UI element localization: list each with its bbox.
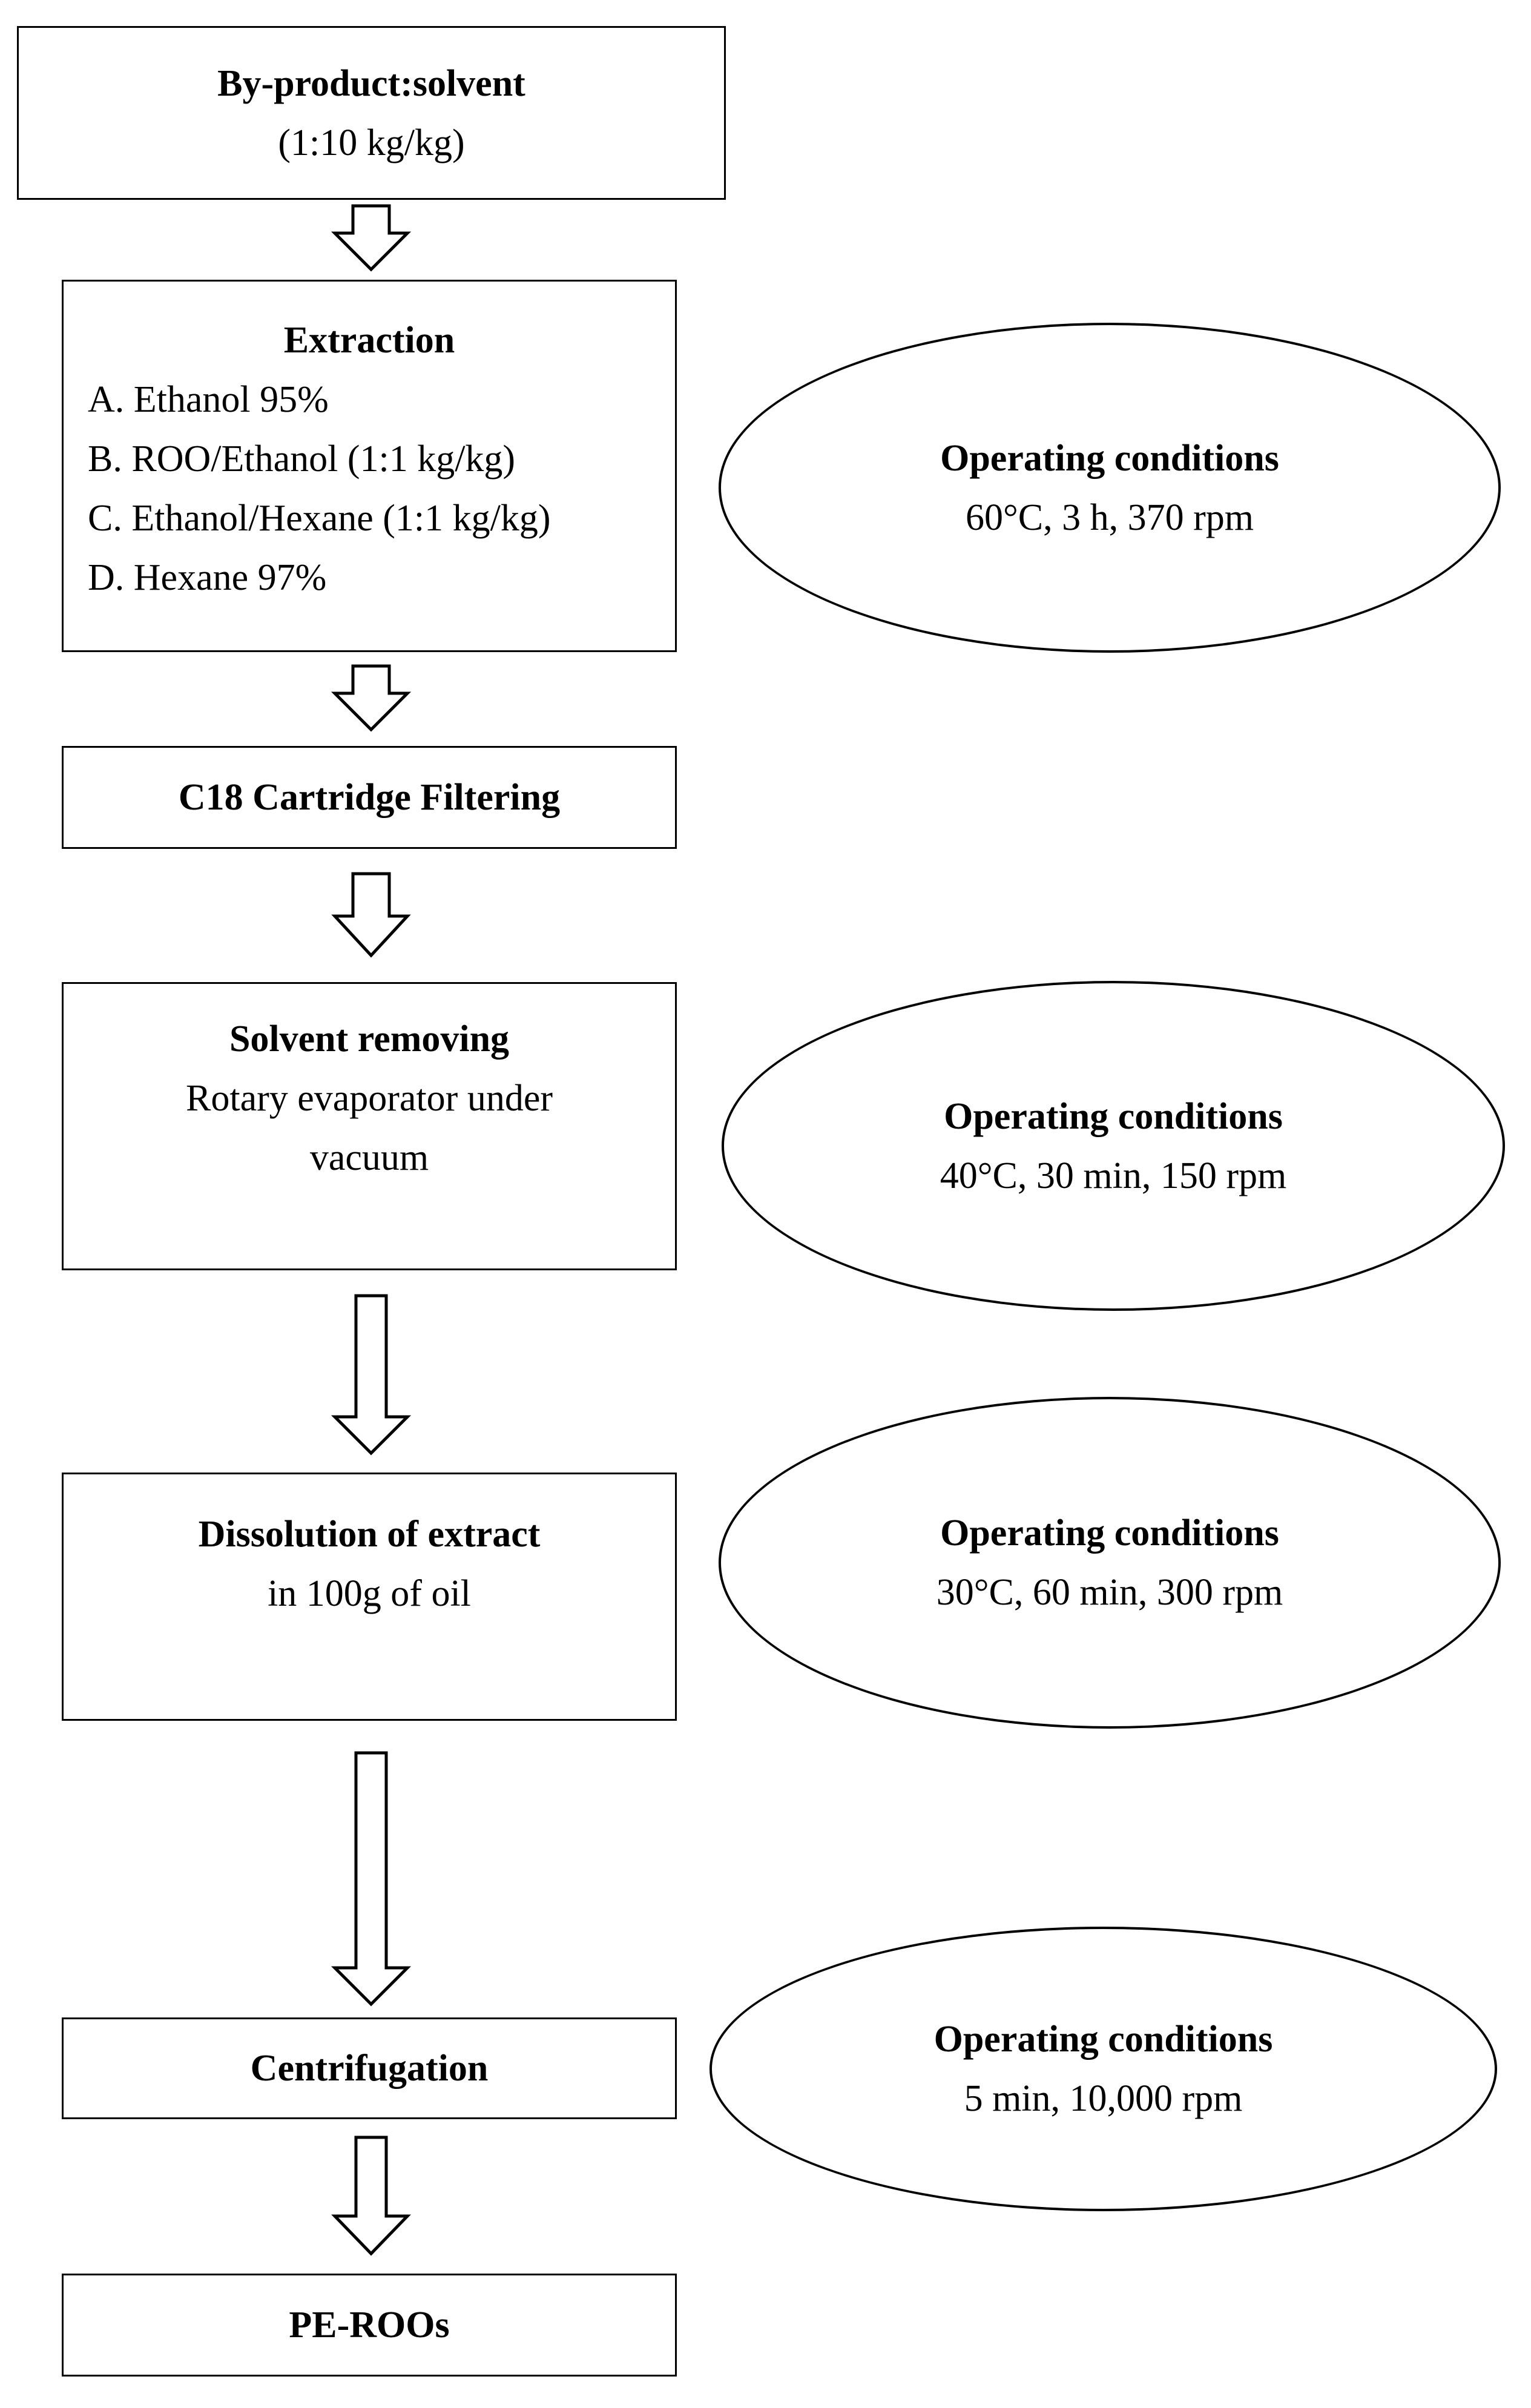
conditions-title: Operating conditions [933, 2019, 1273, 2060]
arrow-4 [331, 1294, 412, 1456]
extraction-solvent-list: A. Ethanol 95% B. ROO/Ethanol (1:1 kg/kg… [88, 370, 675, 607]
operating-conditions-extraction: Operating conditions 60°C, 3 h, 370 rpm [719, 323, 1501, 653]
operating-conditions-centrifugation: Operating conditions 5 min, 10,000 rpm [710, 1927, 1497, 2211]
arrow-5 [331, 1751, 412, 2007]
centrifugation-box: Centrifugation [62, 2017, 677, 2119]
operating-conditions-solvent-removing: Operating conditions 40°C, 30 min, 150 r… [722, 981, 1505, 1311]
byproduct-solvent-box: By-product:solvent (1:10 kg/kg) [17, 26, 726, 200]
arrow-2 [331, 664, 412, 732]
conditions-value: 5 min, 10,000 rpm [964, 2078, 1243, 2119]
extraction-title: Extraction [283, 320, 455, 361]
operating-conditions-dissolution: Operating conditions 30°C, 60 min, 300 r… [719, 1397, 1501, 1729]
solvent-option-a: A. Ethanol 95% [88, 379, 329, 420]
conditions-title: Operating conditions [944, 1095, 1283, 1137]
arrow-1 [331, 204, 412, 272]
extraction-box: Extraction A. Ethanol 95% B. ROO/Ethanol… [62, 280, 677, 652]
solvent-option-b: B. ROO/Ethanol (1:1 kg/kg) [88, 438, 516, 480]
solvent-removing-detail-2: vacuum [309, 1137, 429, 1178]
dissolution-title: Dissolution of extract [198, 1514, 541, 1555]
arrow-3 [331, 872, 411, 958]
filtering-title: C18 Cartridge Filtering [178, 777, 561, 818]
solvent-removing-title: Solvent removing [229, 1018, 510, 1060]
centrifugation-title: Centrifugation [250, 2048, 489, 2089]
arrow-6 [331, 2136, 411, 2256]
solvent-option-d: D. Hexane 97% [88, 557, 327, 598]
conditions-title: Operating conditions [940, 437, 1279, 479]
product-box: PE-ROOs [62, 2274, 677, 2377]
solvent-option-c: C. Ethanol/Hexane (1:1 kg/kg) [88, 498, 551, 539]
dissolution-detail: in 100g of oil [268, 1573, 471, 1614]
solvent-removing-box: Solvent removing Rotary evaporator under… [62, 982, 677, 1270]
byproduct-ratio: (1:10 kg/kg) [278, 122, 465, 163]
solvent-removing-detail-1: Rotary evaporator under [186, 1078, 553, 1119]
filtering-box: C18 Cartridge Filtering [62, 746, 677, 849]
conditions-value: 40°C, 30 min, 150 rpm [940, 1155, 1287, 1196]
conditions-title: Operating conditions [940, 1512, 1279, 1554]
conditions-value: 30°C, 60 min, 300 rpm [936, 1572, 1283, 1613]
conditions-value: 60°C, 3 h, 370 rpm [965, 496, 1254, 538]
byproduct-title: By-product:solvent [217, 62, 525, 104]
product-title: PE-ROOs [289, 2304, 450, 2346]
dissolution-box: Dissolution of extract in 100g of oil [62, 1473, 677, 1721]
